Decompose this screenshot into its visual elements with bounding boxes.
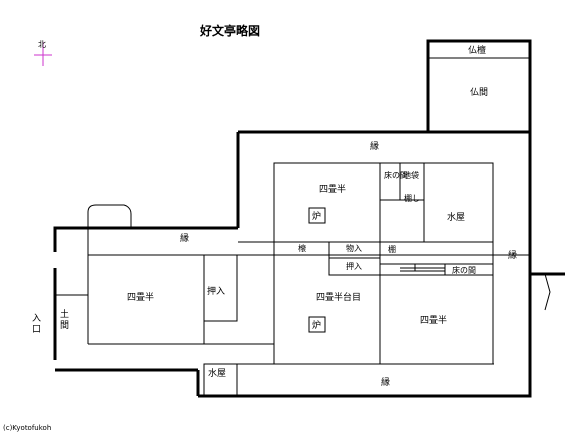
label-ro-mid: 炉 — [312, 319, 321, 331]
label-jibukuro: 地袋 — [403, 170, 419, 180]
label-doma: 土間 — [60, 308, 69, 331]
label-yojohan-left: 四畳半 — [127, 291, 154, 303]
label-en-left: 縁 — [180, 232, 189, 244]
outer-walls — [53, 39, 565, 398]
label-oshiire-left: 押入 — [207, 285, 225, 297]
label-oshiire-mid: 押入 — [346, 261, 362, 271]
label-gawa: 榱 — [298, 243, 306, 253]
label-en-top: 縁 — [370, 140, 379, 152]
north-arrow-icon: 北 — [34, 40, 52, 66]
label-en-right: 縁 — [508, 249, 517, 261]
label-yojohan-top: 四畳半 — [319, 183, 346, 195]
label-en-bottom: 縁 — [381, 376, 390, 388]
label-ro-top: 炉 — [312, 210, 321, 222]
label-yojohan-right: 四畳半 — [420, 314, 447, 326]
room-labels: 仏檀 仏間 縁 四畳半 炉 床の間 地袋 棚し 水屋 縁 榱 物入 棚 押入 床… — [32, 44, 517, 388]
credit-text: (c)Kyotofukoh — [3, 424, 51, 432]
compass-label: 北 — [38, 40, 46, 49]
inner-walls — [55, 57, 551, 397]
plan-title: 好文亭略図 — [199, 23, 260, 38]
label-monoire: 物入 — [346, 243, 362, 253]
label-butsuma: 仏間 — [470, 87, 488, 98]
label-butsudan: 仏檀 — [468, 44, 486, 56]
label-mizuya-right: 水屋 — [447, 211, 465, 223]
label-tokonoma-top: 床の間 — [384, 170, 408, 180]
label-tokonoma-mid: 床の間 — [452, 265, 476, 275]
label-tanashi: 棚し — [404, 193, 420, 203]
label-tana: 棚 — [388, 244, 396, 254]
label-iriguchi: 入口 — [32, 313, 41, 335]
label-mizuya-bottom: 水屋 — [208, 367, 226, 379]
label-yojohan-daime: 四畳半台目 — [316, 291, 361, 303]
